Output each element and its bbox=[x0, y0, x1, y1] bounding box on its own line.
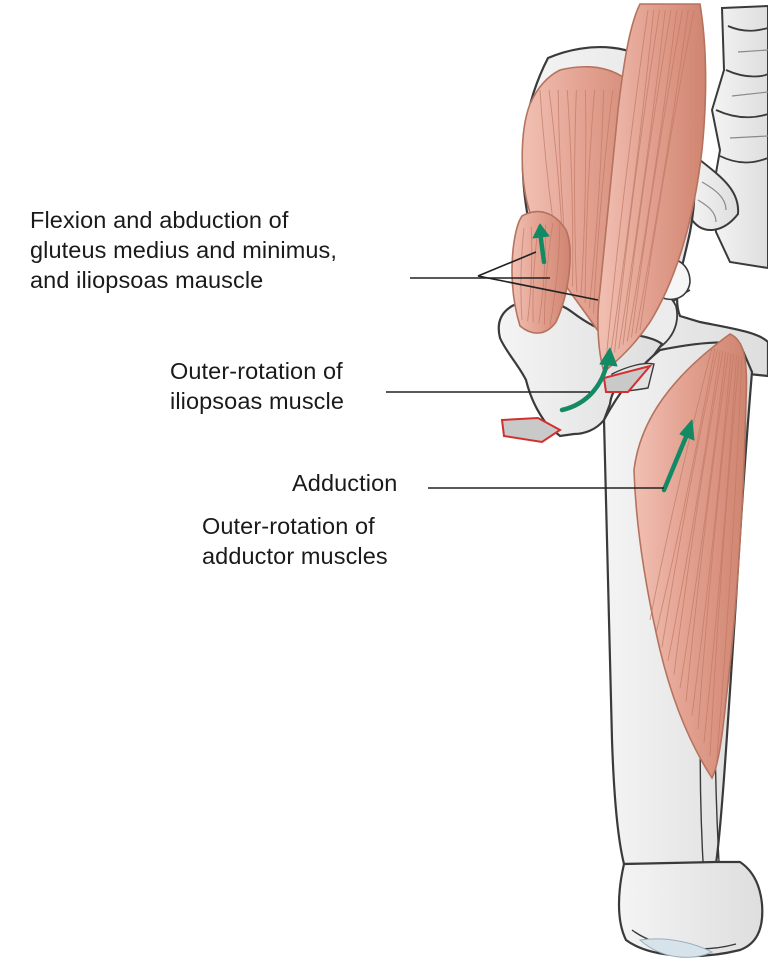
flexion-label-line-2: gluteus medius and minimus, bbox=[30, 235, 337, 265]
flexion-label-line-1: Flexion and abduction of bbox=[30, 205, 337, 235]
adduction-label: Adduction bbox=[292, 468, 397, 498]
iliopsoas-label-line-1: Outer-rotation of bbox=[170, 356, 344, 386]
flexion-abduction-label: Flexion and abduction of gluteus medius … bbox=[30, 205, 337, 295]
adduction-label-text: Adduction bbox=[292, 468, 397, 498]
flexion-label-line-3: and iliopsoas mauscle bbox=[30, 265, 337, 295]
iliopsoas-label-line-2: iliopsoas muscle bbox=[170, 386, 344, 416]
outer-rotation-iliopsoas-label: Outer-rotation of iliopsoas muscle bbox=[170, 356, 344, 416]
outer-rotation-adductor-label: Outer-rotation of adductor muscles bbox=[202, 511, 388, 571]
adductor-label-line-1: Outer-rotation of bbox=[202, 511, 388, 541]
adductor-label-line-2: adductor muscles bbox=[202, 541, 388, 571]
